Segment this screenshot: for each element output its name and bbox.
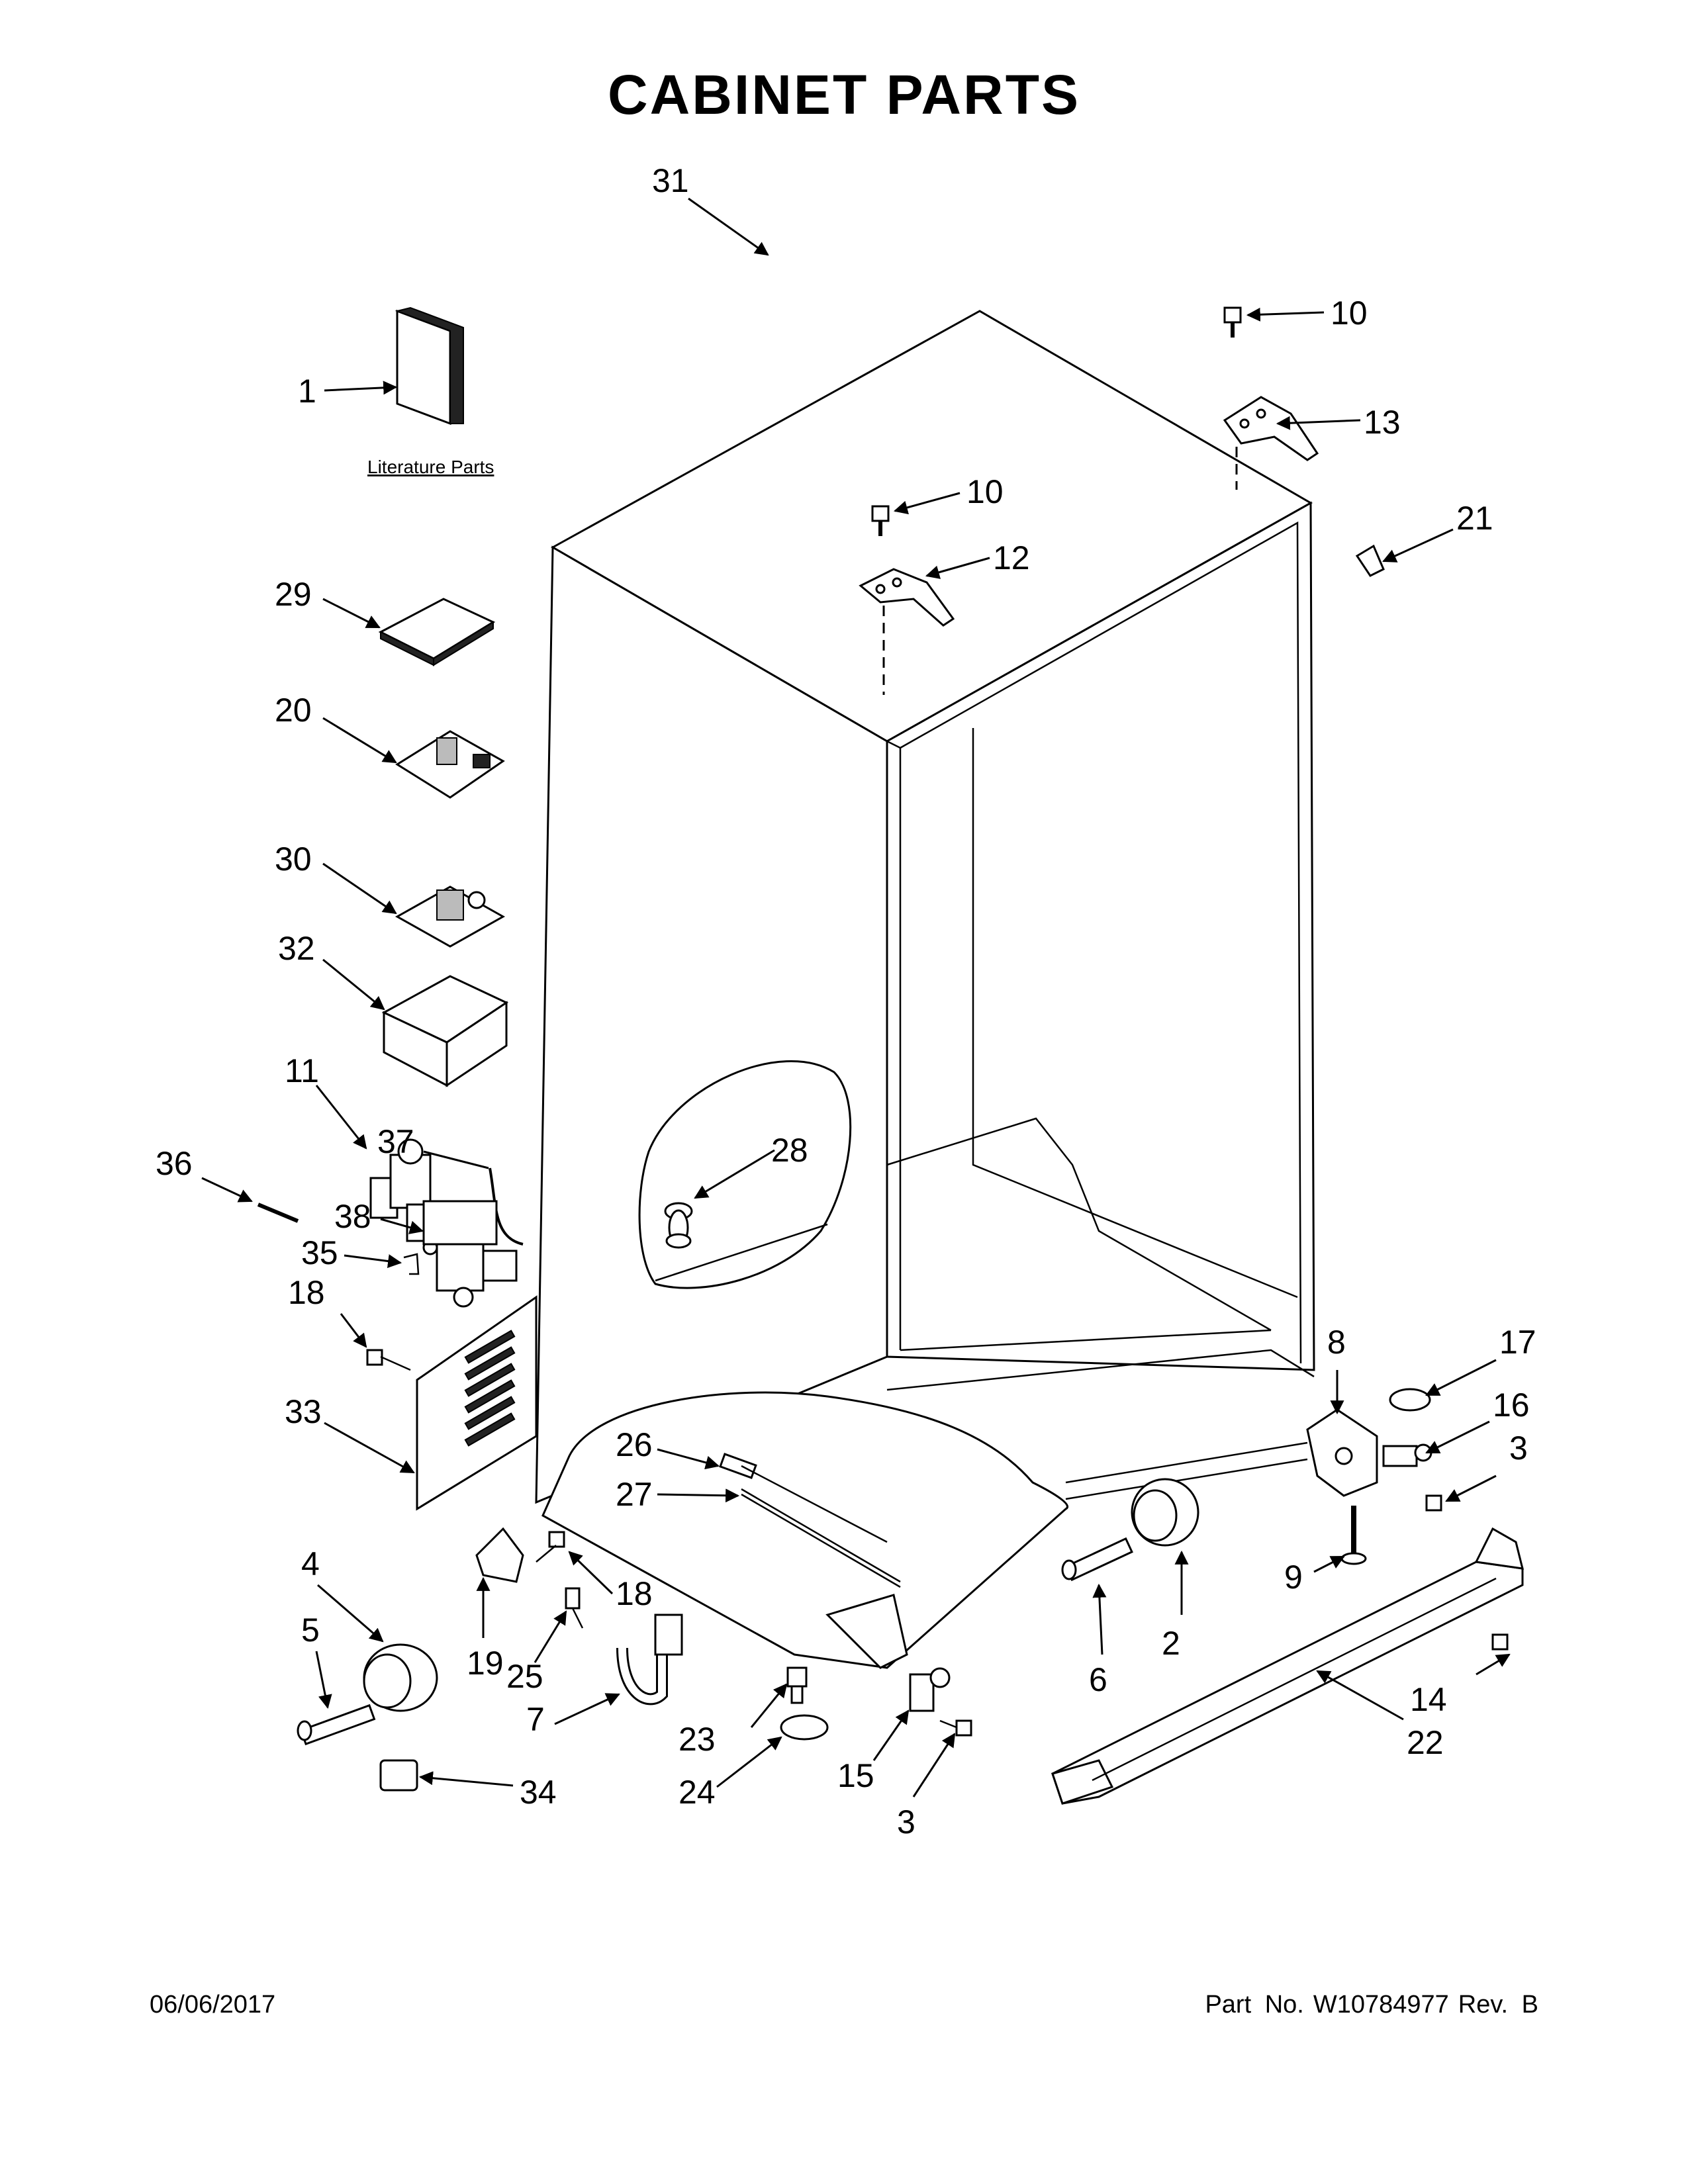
- callout-32: 32: [278, 930, 315, 967]
- callout-numbers: 1 29 20 30 32 11 36 37 38 35 18 33 31 10…: [156, 162, 1536, 1841]
- callout-3-right: 3: [1509, 1430, 1528, 1467]
- callout-18-lower: 18: [616, 1575, 653, 1612]
- dual-water-valve-part: [422, 1200, 518, 1308]
- hinge-pin-part: [1340, 1506, 1367, 1565]
- water-tube-short-part: [257, 1203, 299, 1223]
- roller-wheel-part-left: [363, 1643, 438, 1712]
- callout-21: 21: [1456, 500, 1493, 537]
- hinge-bracket-part-12: [859, 568, 955, 627]
- footer-part-number: Part No. W10784977 Rev. B: [1205, 1991, 1538, 2019]
- screw-part-3-lower: [939, 1719, 972, 1737]
- leader-lines: [201, 197, 1511, 1797]
- callout-14: 14: [1410, 1681, 1447, 1718]
- control-cover-part: [378, 598, 496, 666]
- callout-3-lower: 3: [897, 1803, 915, 1841]
- callout-34: 34: [520, 1774, 557, 1811]
- callout-37: 37: [377, 1123, 414, 1160]
- callout-26: 26: [616, 1426, 653, 1463]
- callout-30: 30: [275, 841, 312, 878]
- hinge-bracket-part: [1306, 1408, 1378, 1497]
- screw-part-10-middle: [871, 505, 890, 536]
- roller-bracket-part-left: [909, 1667, 951, 1712]
- leveling-screw-part: [786, 1666, 808, 1704]
- roller-axle-part-right: [1061, 1537, 1133, 1582]
- hinge-part-16: [1382, 1443, 1432, 1467]
- clip-part: [403, 1253, 420, 1275]
- callout-8: 8: [1327, 1324, 1346, 1361]
- callout-25: 25: [506, 1658, 543, 1695]
- callout-31: 31: [652, 162, 689, 199]
- callout-10-middle: 10: [966, 473, 1004, 510]
- callout-29: 29: [275, 576, 312, 613]
- callout-27: 27: [616, 1476, 653, 1513]
- callout-20: 20: [275, 692, 312, 729]
- literature-manual-icon: [395, 306, 464, 426]
- callout-35: 35: [301, 1234, 338, 1271]
- drain-hose-part: [616, 1614, 683, 1706]
- callout-23: 23: [679, 1721, 716, 1758]
- revision: Rev. B: [1458, 1991, 1538, 2019]
- literature-parts-label: Literature Parts: [367, 457, 494, 477]
- callout-11: 11: [285, 1052, 319, 1089]
- screw-part-10-top: [1223, 306, 1242, 338]
- screw-part-left: [366, 1349, 411, 1371]
- callout-33: 33: [285, 1393, 322, 1430]
- drain-bracket-part: [475, 1527, 524, 1583]
- screw-part-lower: [536, 1531, 565, 1563]
- pad-part: [379, 1759, 418, 1792]
- callout-1: 1: [298, 373, 316, 410]
- condenser-panel-part: [416, 1295, 538, 1511]
- callout-2: 2: [1162, 1625, 1180, 1662]
- callout-19: 19: [467, 1645, 504, 1682]
- wire-harness-part: [489, 1167, 524, 1246]
- screw-part-3-upper: [1425, 1494, 1442, 1512]
- callout-13: 13: [1364, 404, 1401, 441]
- callout-38: 38: [334, 1198, 371, 1235]
- callout-4: 4: [301, 1545, 320, 1582]
- hinge-bracket-part-13: [1223, 396, 1319, 461]
- callout-6: 6: [1089, 1661, 1107, 1698]
- callout-28: 28: [771, 1132, 808, 1169]
- electronic-board-part: [395, 730, 505, 799]
- hinge-cap-part: [1389, 1388, 1431, 1412]
- callout-5: 5: [301, 1612, 320, 1649]
- callout-36: 36: [156, 1145, 193, 1182]
- hinge-clip-part: [1355, 544, 1385, 577]
- callout-7: 7: [526, 1701, 545, 1738]
- roller-axle-part-left: [297, 1704, 376, 1746]
- callout-9: 9: [1284, 1559, 1303, 1596]
- callout-22: 22: [1407, 1724, 1444, 1761]
- screw-part-25: [565, 1587, 584, 1629]
- footer-date: 06/06/2017: [150, 1991, 276, 2019]
- leveling-foot-part: [780, 1714, 829, 1741]
- callout-16: 16: [1493, 1387, 1530, 1424]
- cabinet-cutout-upper: [638, 1060, 852, 1289]
- cabinet-cutout-lower: [541, 1391, 1068, 1669]
- callout-10-top: 10: [1331, 295, 1368, 332]
- screw-part-14: [1491, 1633, 1509, 1651]
- callout-12: 12: [993, 539, 1030, 576]
- callout-15: 15: [837, 1757, 874, 1794]
- part-label: Part No.: [1205, 1991, 1304, 2019]
- callout-24: 24: [679, 1774, 716, 1811]
- base-grille-part: [1051, 1527, 1524, 1805]
- callout-18-left: 18: [288, 1274, 325, 1311]
- page-title: CABINET PARTS: [607, 64, 1081, 126]
- part-number: W10784977: [1313, 1991, 1449, 2019]
- cabinet-shell: [535, 310, 1315, 1504]
- power-board-part: [395, 886, 506, 948]
- board-housing-part: [381, 975, 509, 1087]
- roller-wheel-part-right: [1131, 1478, 1199, 1547]
- callout-17: 17: [1499, 1324, 1536, 1361]
